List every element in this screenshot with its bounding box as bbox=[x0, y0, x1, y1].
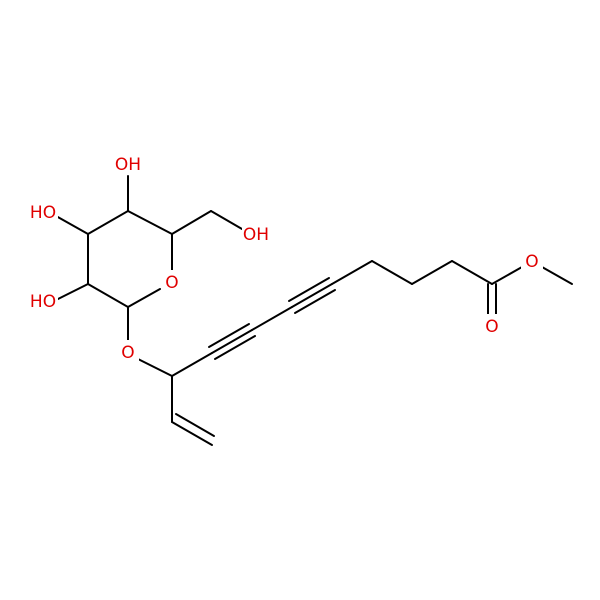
hydroxyl-label-ch2: OH bbox=[243, 225, 269, 245]
bond-triple2-b bbox=[288, 277, 330, 302]
bond-c15-c16 bbox=[451, 260, 493, 285]
ester-oxygen-label: O bbox=[525, 252, 538, 272]
bond-c14-c15 bbox=[411, 260, 453, 285]
sugar-ring bbox=[87, 210, 173, 308]
atom-labels: OH HO OH O HO O O O bbox=[28, 152, 543, 363]
bond-triple2-a bbox=[291, 283, 333, 308]
bond-oester-ch3 bbox=[541, 266, 573, 285]
bond-vinyl-double-b bbox=[175, 413, 215, 437]
bond-c8-c9 bbox=[171, 352, 213, 377]
bond-triple1-b bbox=[208, 323, 250, 348]
carbonyl-oxygen-label: O bbox=[485, 317, 498, 337]
bond-c2-c3 bbox=[127, 210, 173, 235]
bond-c5-c1 bbox=[87, 283, 129, 308]
glycosidic-oxygen-label: O bbox=[121, 343, 134, 363]
bond-oglyc-c8 bbox=[135, 357, 173, 377]
hydroxyl-label-top: OH bbox=[115, 155, 141, 175]
hydroxyl-label-lower-left: HO bbox=[30, 292, 56, 312]
ring-substituents bbox=[55, 175, 243, 377]
bond-triple1-a bbox=[211, 329, 253, 354]
bond-c12-c13 bbox=[331, 260, 373, 285]
aglycone-chain bbox=[171, 260, 573, 446]
bond-ch2-oh bbox=[210, 210, 243, 230]
bond-c13-c14 bbox=[371, 260, 413, 285]
hydroxyl-label-upper-left: HO bbox=[30, 203, 56, 223]
bond-vinyl-double-a bbox=[171, 421, 213, 446]
bond-c5-oh bbox=[55, 283, 89, 301]
bond-c3-c4 bbox=[87, 210, 129, 235]
bond-triple2-c bbox=[294, 289, 336, 314]
bond-c4-oh bbox=[55, 215, 89, 235]
bond-triple1-c bbox=[214, 335, 256, 360]
bond-c16-oester bbox=[491, 266, 523, 285]
bond-c1-oring bbox=[127, 288, 161, 308]
bond-c10-c11 bbox=[251, 306, 293, 331]
bond-c2-ch2 bbox=[171, 210, 212, 235]
ring-oxygen-label: O bbox=[165, 273, 178, 293]
